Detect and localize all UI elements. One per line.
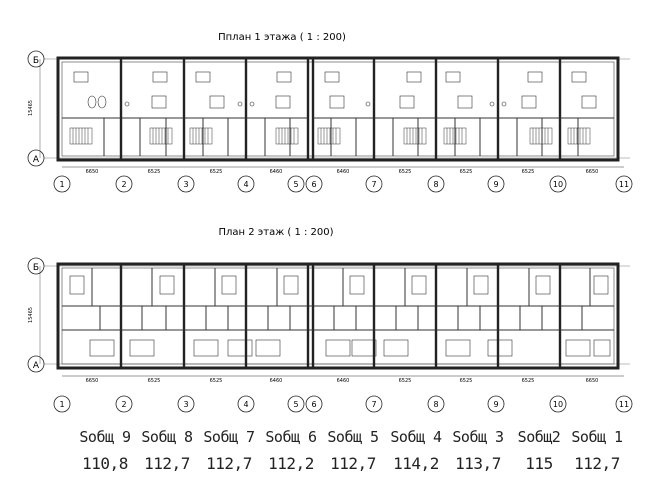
area-value: 112,7 [144, 454, 190, 473]
dim-4: 6460 [270, 169, 283, 175]
axis-10: 10 [553, 180, 563, 189]
axis-2: 2 [121, 400, 126, 409]
area-item: Sобщ 7 112,7 [194, 428, 264, 473]
axis-5: 5 [293, 180, 298, 189]
area-item: Sобщ 1 112,7 [562, 428, 632, 473]
height-dimension: 15465 [28, 307, 34, 323]
area-item: Sобщ 3 113,7 [443, 428, 513, 473]
apartment-areas: Sобщ 9 110,8 Sобщ 8 112,7 Sобщ 7 112,7 S… [0, 420, 654, 502]
area-item: Sобщ2 115 [504, 428, 574, 473]
floor-plans-drawing: Пплан 1 этажа ( 1 : 200) Б А 15465 [27, 32, 633, 413]
area-item: Sобщ 8 112,7 [132, 428, 202, 473]
dim-6: 6525 [399, 378, 412, 384]
outer-wall [56, 262, 620, 370]
row-a-label: А [33, 155, 40, 165]
dim-9: 6650 [586, 169, 599, 175]
axis-6: 6 [311, 180, 316, 189]
outer-wall [56, 56, 620, 162]
dim-1: 6650 [86, 378, 99, 384]
floor-2-title: План 2 этаж ( 1 : 200) [218, 227, 333, 238]
area-label: Sобщ 4 [390, 428, 442, 446]
area-item: Sобщ 4 114,2 [381, 428, 451, 473]
axis-11: 11 [619, 400, 629, 409]
height-dimension: 15465 [28, 100, 34, 116]
axis-7: 7 [371, 400, 376, 409]
area-item: Sобщ 9 110,8 [70, 428, 140, 473]
dim-5: 6460 [337, 378, 350, 384]
axis-2: 2 [121, 180, 126, 189]
row-a-label: А [33, 361, 40, 371]
dim-1: 6650 [86, 169, 99, 175]
row-b-label: Б [33, 263, 39, 273]
axis-1: 1 [59, 400, 64, 409]
area-value: 112,7 [330, 454, 376, 473]
area-label: Sобщ 8 [141, 428, 193, 446]
axis-10: 10 [553, 400, 563, 409]
area-item: Sобщ 5 112,7 [318, 428, 388, 473]
floor-1-title: Пплан 1 этажа ( 1 : 200) [218, 32, 346, 43]
area-value: 114,2 [393, 454, 439, 473]
area-value: 112,7 [206, 454, 252, 473]
area-value: 112,7 [574, 454, 620, 473]
axis-11: 11 [619, 180, 629, 189]
axis-5: 5 [293, 400, 298, 409]
floor-2-plan: План 2 этаж ( 1 : 200) Б А 15465 [27, 227, 633, 413]
axis-3: 3 [183, 180, 188, 189]
dim-9: 6650 [586, 378, 599, 384]
area-label: Sобщ 9 [79, 428, 131, 446]
floor-1-plan: Пплан 1 этажа ( 1 : 200) Б А 15465 [27, 32, 633, 193]
area-value: 113,7 [455, 454, 501, 473]
dim-5: 6460 [337, 169, 350, 175]
axis-4: 4 [243, 180, 248, 189]
dim-2: 6525 [148, 378, 161, 384]
dim-7: 6525 [460, 169, 473, 175]
area-value: 110,8 [82, 454, 128, 473]
area-label: Sобщ 6 [265, 428, 317, 446]
area-label: Sобщ 5 [327, 428, 379, 446]
axis-7: 7 [371, 180, 376, 189]
area-label: Sобщ2 [517, 428, 561, 446]
dim-8: 6525 [522, 378, 535, 384]
row-b-label: Б [33, 56, 39, 66]
dim-3: 6525 [210, 378, 223, 384]
dim-3: 6525 [210, 169, 223, 175]
area-label: Sобщ 7 [203, 428, 255, 446]
dim-6: 6525 [399, 169, 412, 175]
axis-9: 9 [493, 400, 498, 409]
axis-6: 6 [311, 400, 316, 409]
dim-7: 6525 [460, 378, 473, 384]
axis-9: 9 [493, 180, 498, 189]
dim-8: 6525 [522, 169, 535, 175]
dim-4: 6460 [270, 378, 283, 384]
axis-8: 8 [433, 400, 438, 409]
dim-2: 6525 [148, 169, 161, 175]
axis-8: 8 [433, 180, 438, 189]
area-value: 115 [525, 454, 553, 473]
area-item: Sобщ 6 112,2 [256, 428, 326, 473]
axis-4: 4 [243, 400, 248, 409]
area-value: 112,2 [268, 454, 314, 473]
area-label: Sобщ 1 [571, 428, 623, 446]
axis-3: 3 [183, 400, 188, 409]
axis-1: 1 [59, 180, 64, 189]
area-label: Sобщ 3 [452, 428, 504, 446]
